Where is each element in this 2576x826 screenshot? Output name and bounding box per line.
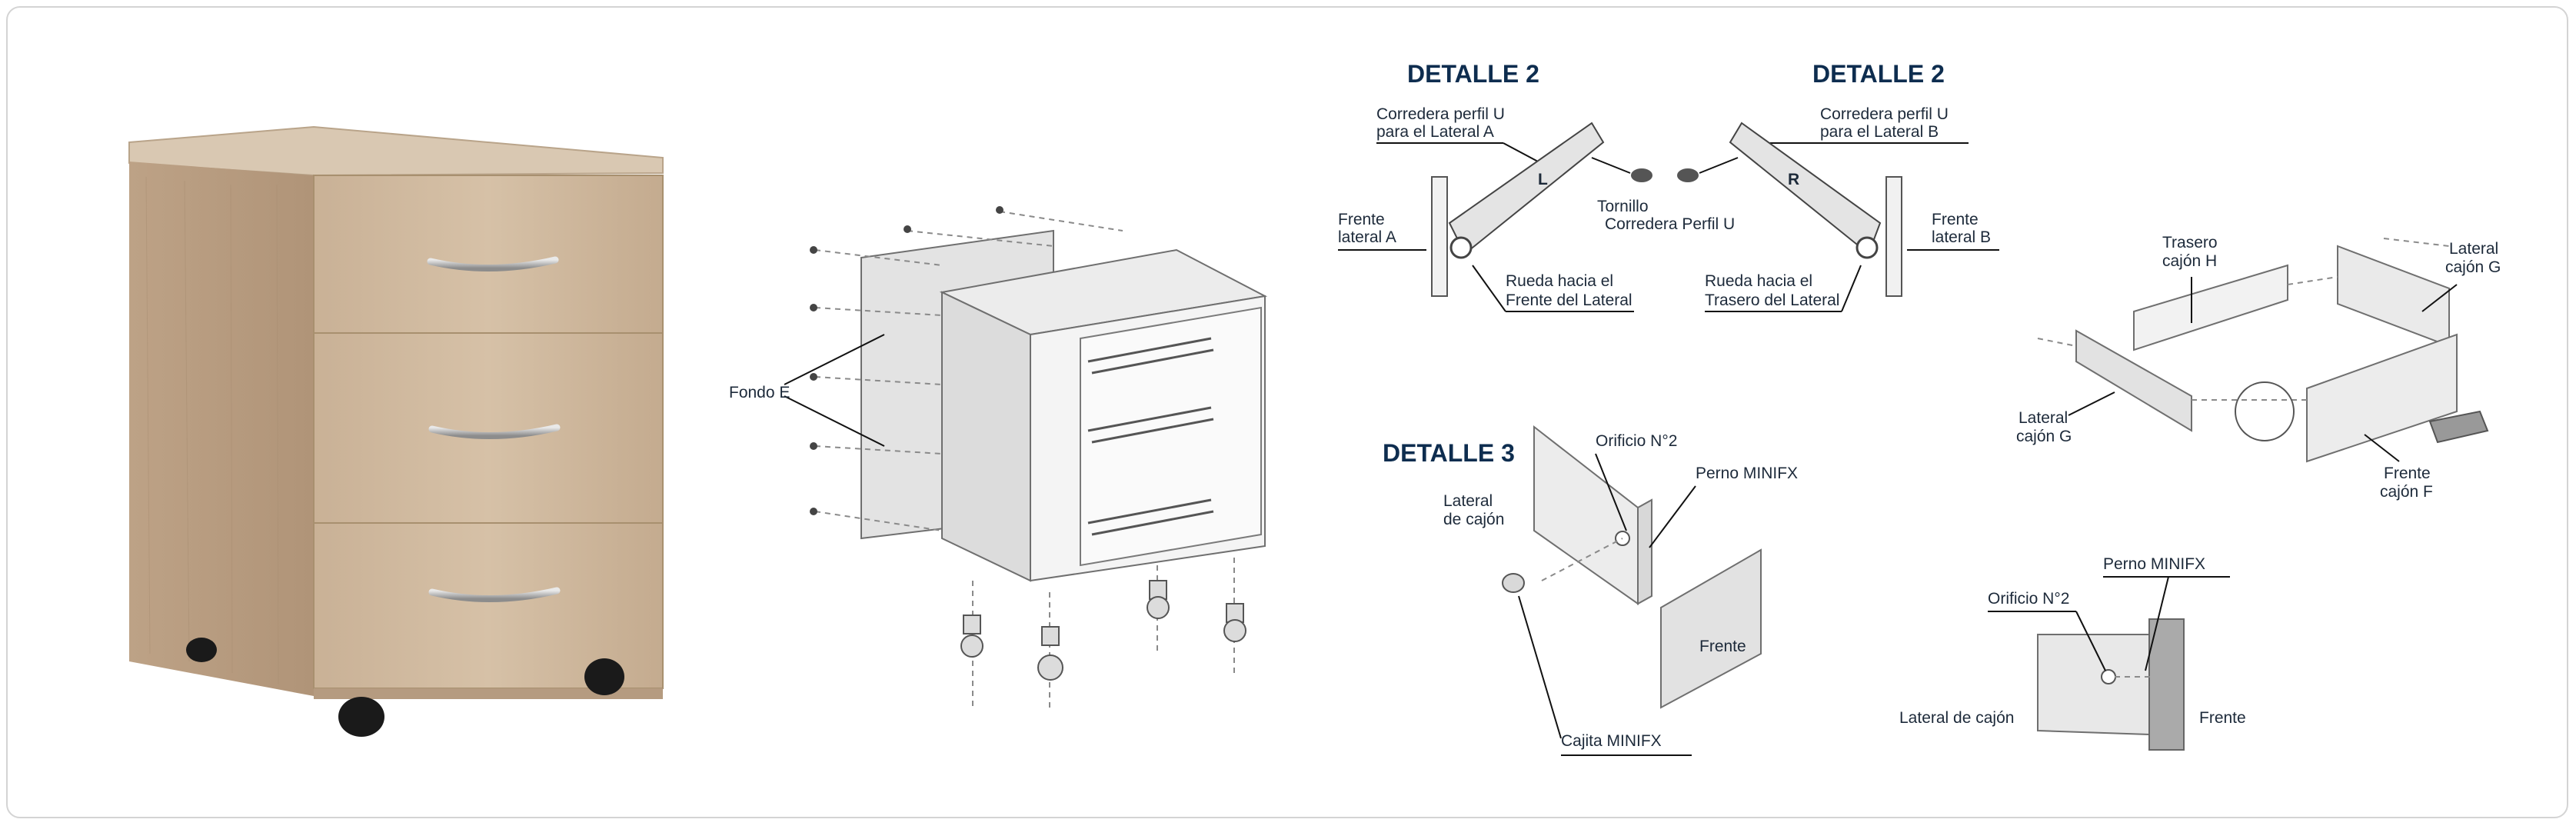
d3-box-label: Cajita MINIFX xyxy=(1561,732,1662,750)
detalle2-left-title: DETALLE 2 xyxy=(1407,60,1539,88)
side-g-right-label-1: Lateral xyxy=(2449,240,2498,258)
caster-front-left xyxy=(338,697,384,737)
drawer-back-label-1: Trasero xyxy=(2162,234,2218,251)
caster-front-right xyxy=(584,658,624,695)
drawer-assembly: Trasero cajón H Lateral cajón G Lateral … xyxy=(2016,234,2501,501)
screw-label-2: Corredera Perfil U xyxy=(1605,215,1735,233)
cabinet-side xyxy=(129,162,314,696)
d3-side-label-1: Lateral xyxy=(1443,492,1493,510)
exploded-cabinet: Fondo E xyxy=(729,206,1268,708)
rails-group xyxy=(1087,337,1214,536)
drawer-1-handle xyxy=(427,256,559,272)
mf-bolt-label: Perno MINIFX xyxy=(2103,555,2205,573)
drawer-back-h xyxy=(2133,264,2288,351)
side-g-right-label-2: cajón G xyxy=(2445,258,2501,276)
rail-wheel-b xyxy=(1855,236,1879,259)
drawer-2-front xyxy=(313,332,664,524)
screw-left-icon xyxy=(1631,168,1652,182)
screw-label-1: Tornillo xyxy=(1597,198,1649,215)
d3-side-panel xyxy=(1533,425,1639,605)
detalle3-title: DETALLE 3 xyxy=(1383,439,1515,467)
mf-front-label: Frente xyxy=(2199,709,2246,727)
d3-front-panel xyxy=(1660,548,1762,709)
frame-border xyxy=(6,6,2568,818)
side-panel-a xyxy=(1431,176,1448,297)
d3-front-label: Frente xyxy=(1699,638,1746,655)
front-f-label-1: Frente xyxy=(2384,465,2431,482)
drawer-back-label-2: cajón H xyxy=(2162,252,2217,270)
mf-hole-label: Orificio N°2 xyxy=(1988,590,2069,608)
mf-hole-icon xyxy=(2101,669,2116,684)
wheel-b-label-2: Trasero del Lateral xyxy=(1705,291,1839,309)
drawer-handle-part xyxy=(2428,410,2489,444)
detalle2-screw: Tornillo Corredera Perfil U xyxy=(1597,168,1735,233)
rail-l-letter: L xyxy=(1538,171,1548,188)
rail-a-label-1: Corredera perfil U xyxy=(1376,105,1505,123)
rail-r-letter: R xyxy=(1788,171,1799,188)
front-b-label-1: Frente xyxy=(1932,211,1979,228)
side-g-left-label-1: Lateral xyxy=(2019,409,2068,427)
wheel-a-label-2: Frente del Lateral xyxy=(1506,291,1632,309)
fondo-pointer-2 xyxy=(784,395,885,447)
rail-b-label-1: Corredera perfil U xyxy=(1820,105,1949,123)
drawer-3-handle xyxy=(428,587,561,603)
fondo-pointer-1 xyxy=(784,334,885,385)
cabinet-left-side xyxy=(941,291,1031,582)
d3-hole-label: Orificio N°2 xyxy=(1596,432,1677,450)
detalle3: DETALLE 3 Lateral de cajón Frente Orific… xyxy=(1383,425,1798,756)
cabinet-plinth xyxy=(314,688,663,699)
d3-side-edge xyxy=(1637,498,1652,605)
drawer-side-g-right xyxy=(2337,245,2450,348)
side-panel-b xyxy=(1885,176,1902,297)
drawer-1-front xyxy=(313,175,664,334)
mf-side-label: Lateral de cajón xyxy=(1899,709,2014,727)
mf-side-panel xyxy=(2037,634,2150,736)
rail-b-label-2: para el Lateral B xyxy=(1820,123,1939,141)
d3-bolt-label: Perno MINIFX xyxy=(1696,465,1798,482)
fondo-e-label: Fondo E xyxy=(729,384,790,401)
rail-a-label-2: para el Lateral A xyxy=(1376,123,1494,141)
drawer-2-handle xyxy=(428,424,561,440)
d3-side-label-2: de cajón xyxy=(1443,511,1504,528)
front-a-label-2: lateral A xyxy=(1338,228,1396,246)
d3-minifx-box-icon xyxy=(1502,573,1525,593)
casters-exploded xyxy=(960,580,1246,681)
drawer-side-g-left xyxy=(2075,329,2192,432)
front-b-label-2: lateral B xyxy=(1932,228,1991,246)
detalle2-left: DETALLE 2 Corredera perfil U para el Lat… xyxy=(1338,60,1652,312)
wheel-b-label-1: Rueda hacia el xyxy=(1705,272,1812,290)
cabinet-interior xyxy=(1080,306,1262,567)
detalle2-right-title: DETALLE 2 xyxy=(1812,60,1945,88)
drawer-front-f xyxy=(2306,333,2458,463)
front-f-label-2: cajón F xyxy=(2380,483,2433,501)
caster-back-left xyxy=(186,638,217,662)
detalle2-right: DETALLE 2 Corredera perfil U para el Lat… xyxy=(1699,60,1999,312)
mf-front-panel xyxy=(2148,618,2185,751)
wheel-a-label-1: Rueda hacia el xyxy=(1506,272,1613,290)
drawer-cabinet-photo xyxy=(128,125,664,737)
minifx-detail: Perno MINIFX Orificio N°2 Lateral de caj… xyxy=(1899,555,2246,751)
rail-wheel-a xyxy=(1449,236,1473,259)
drawer-detail-circle xyxy=(2235,381,2295,441)
screw-right-icon xyxy=(1677,168,1699,182)
front-a-label-1: Frente xyxy=(1338,211,1385,228)
side-g-left-label-2: cajón G xyxy=(2016,428,2072,445)
